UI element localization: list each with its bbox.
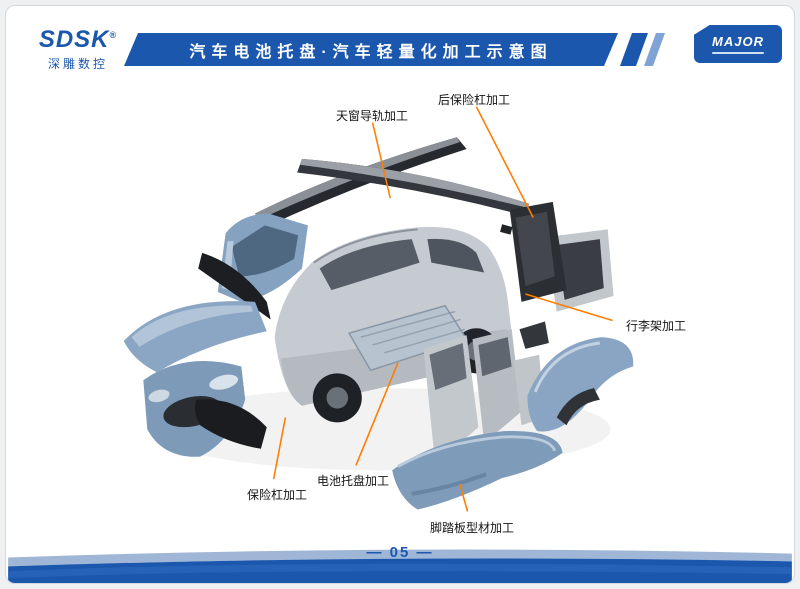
rear-door-parts [423, 321, 549, 465]
catalog-page: SDSK® 深雕数控 汽车电池托盘·汽车轻量化加工示意图 MAJOR 天窗导轨加… [5, 5, 795, 584]
hood-part [123, 301, 267, 373]
label-battery-tray: 电池托盘加工 [317, 474, 390, 488]
logo-company-name: 深雕数控 [47, 57, 108, 71]
wheel-arch-trim-part [194, 399, 267, 449]
rear-bumper-running-board-part [392, 431, 563, 510]
registered-mark: ® [109, 30, 118, 40]
roof-panel-part [255, 137, 530, 228]
logo-brand-text: SDSK® [38, 26, 118, 53]
title-banner: 汽车电池托盘·汽车轻量化加工示意图 [124, 33, 618, 66]
label-rear-bumper: 后保险杠加工 [438, 93, 511, 107]
rear-hatch-parts [500, 201, 614, 312]
exploded-car-diagram [8, 106, 792, 583]
leader-lines [272, 106, 613, 512]
company-logo: SDSK® 深雕数控 [32, 22, 124, 72]
rear-quarter-panel-part [527, 337, 634, 432]
label-running-board: 脚踏板型材加工 [430, 521, 515, 535]
label-sunroof-rail: 天窗导轨加工 [336, 109, 409, 123]
page-number: — 05 — [366, 544, 434, 561]
label-front-bumper: 保险杠加工 [247, 488, 308, 502]
partner-logo-rule [712, 52, 764, 54]
partner-logo-text: MAJOR [712, 34, 764, 49]
label-roof-rack: 行李架加工 [626, 319, 687, 333]
bottom-wave-band [8, 549, 792, 583]
partner-logo-box: MAJOR [694, 25, 782, 63]
page-title: 汽车电池托盘·汽车轻量化加工示意图 [189, 43, 553, 61]
